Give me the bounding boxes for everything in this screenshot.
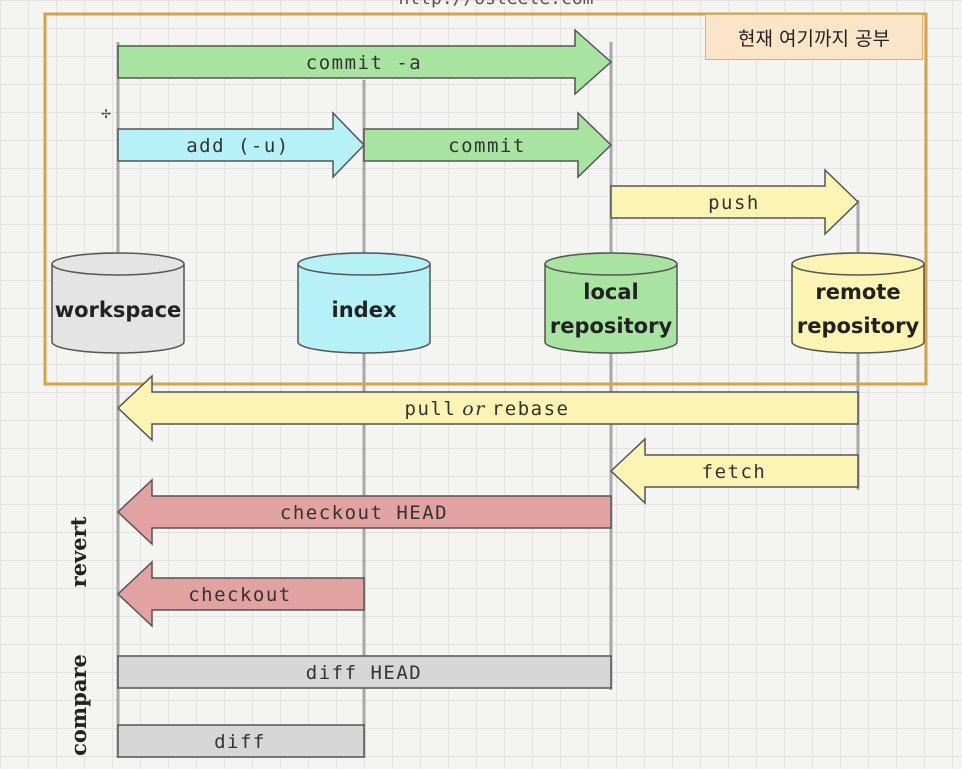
add-label: add (-u) — [186, 135, 290, 157]
checkout-label: checkout — [188, 584, 292, 606]
remote-label-line2: repository — [797, 314, 920, 338]
remote-label-line1: remote — [815, 280, 900, 304]
local-cylinder-top — [544, 252, 678, 276]
workspace-cylinder-body — [51, 264, 185, 354]
studied-highlight-frame — [43, 12, 928, 386]
revert-section-label: revert — [66, 516, 91, 587]
study-progress-note: 현재 여기까지 공부 — [705, 14, 923, 60]
checkout-arrow[interactable] — [116, 560, 365, 628]
commit-arrow[interactable] — [363, 111, 613, 179]
local-repository-store[interactable]: local repository — [544, 252, 678, 354]
remote-repository-store[interactable]: remote repository — [791, 252, 925, 354]
index-label: index — [332, 298, 397, 322]
workspace-label: workspace — [55, 298, 182, 322]
local-cylinder-body — [544, 264, 678, 354]
index-cylinder-top — [297, 252, 431, 276]
checkout-head-label: checkout HEAD — [280, 502, 448, 524]
index-store[interactable]: index — [297, 252, 431, 354]
diff-head-label: diff HEAD — [306, 662, 422, 684]
commit-a-label: commit -a — [306, 52, 422, 74]
push-arrow[interactable] — [610, 168, 860, 236]
cursor-mark: ✢ — [101, 107, 111, 121]
remote-cylinder-body — [791, 264, 925, 354]
workspace-cylinder-top — [51, 252, 185, 276]
commit-a-arrow[interactable] — [117, 28, 613, 96]
fetch-label: fetch — [702, 461, 767, 483]
diff-head-bar[interactable] — [117, 655, 612, 689]
compare-section-label: compare — [66, 654, 91, 756]
diff-label: diff — [214, 731, 266, 753]
local-label-line1: local — [583, 280, 638, 304]
diff-bar[interactable] — [117, 724, 365, 758]
workspace-store[interactable]: workspace — [51, 252, 185, 354]
or-label: or — [462, 398, 486, 420]
fetch-arrow[interactable] — [609, 437, 859, 505]
source-url: http://osteele.com — [398, 0, 593, 9]
push-label: push — [708, 192, 760, 214]
add-arrow[interactable] — [117, 111, 366, 179]
remote-cylinder-top — [791, 252, 925, 276]
rebase-label: rebase — [492, 398, 570, 420]
pull-label: pull — [405, 398, 457, 420]
checkout-head-arrow[interactable] — [116, 478, 612, 546]
commit-label: commit — [448, 135, 526, 157]
pull-rebase-arrow[interactable] — [116, 374, 859, 442]
index-cylinder-body — [297, 264, 431, 354]
local-label-line2: repository — [550, 314, 673, 338]
